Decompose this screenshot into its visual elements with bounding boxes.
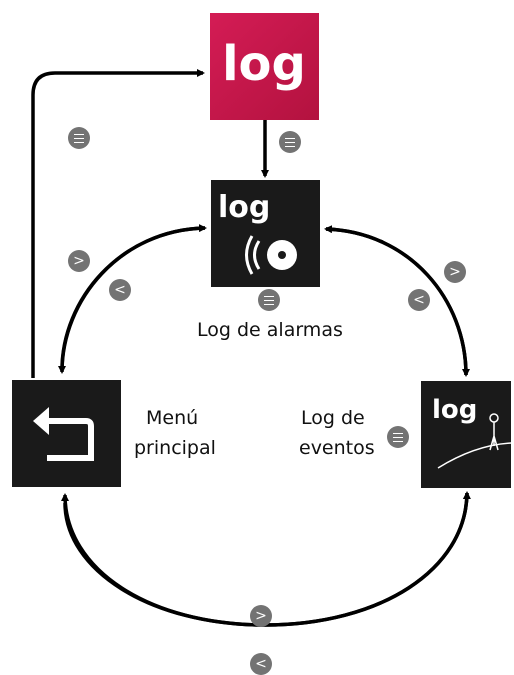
arrow-menu-to-log (31, 69, 205, 378)
enter-button-icon[interactable] (279, 131, 301, 153)
back-arrow-icon (33, 407, 94, 461)
arrow-eventos-to-menu (61, 492, 469, 627)
alarmas-label: Log de alarmas (197, 319, 343, 341)
enter-button-icon[interactable] (387, 426, 409, 448)
arrow-alarmas-to-menu (58, 226, 206, 374)
eventos-label-line2: eventos (299, 437, 375, 459)
prev-button-icon[interactable]: < (408, 289, 430, 311)
prev-button-icon[interactable]: < (109, 279, 131, 301)
eventos-label-line1: Log de (301, 407, 365, 429)
enter-button-icon[interactable] (68, 127, 90, 149)
menu-principal-tile[interactable] (12, 380, 121, 487)
menu-label-line1: Menú (146, 407, 199, 429)
alarmas-logo-text: log (218, 190, 270, 225)
arrow-menu-to-eventos (63, 491, 471, 627)
antenna-icon (437, 413, 512, 469)
arrow-eventos-to-alarmas (324, 225, 468, 376)
alarm-signal-icon (245, 235, 297, 275)
next-button-icon[interactable]: > (250, 605, 272, 627)
enter-button-icon[interactable] (258, 289, 280, 311)
next-button-icon[interactable]: > (68, 250, 90, 272)
log-main-title: log (222, 36, 306, 92)
prev-button-icon[interactable]: < (250, 653, 272, 675)
alarmas-tile[interactable]: log (211, 180, 320, 287)
next-button-icon[interactable]: > (444, 261, 466, 283)
eventos-logo-text: log (432, 395, 477, 425)
eventos-tile[interactable]: log (421, 381, 512, 488)
log-main-tile[interactable]: log (210, 13, 319, 120)
menu-label-line2: principal (134, 437, 216, 459)
